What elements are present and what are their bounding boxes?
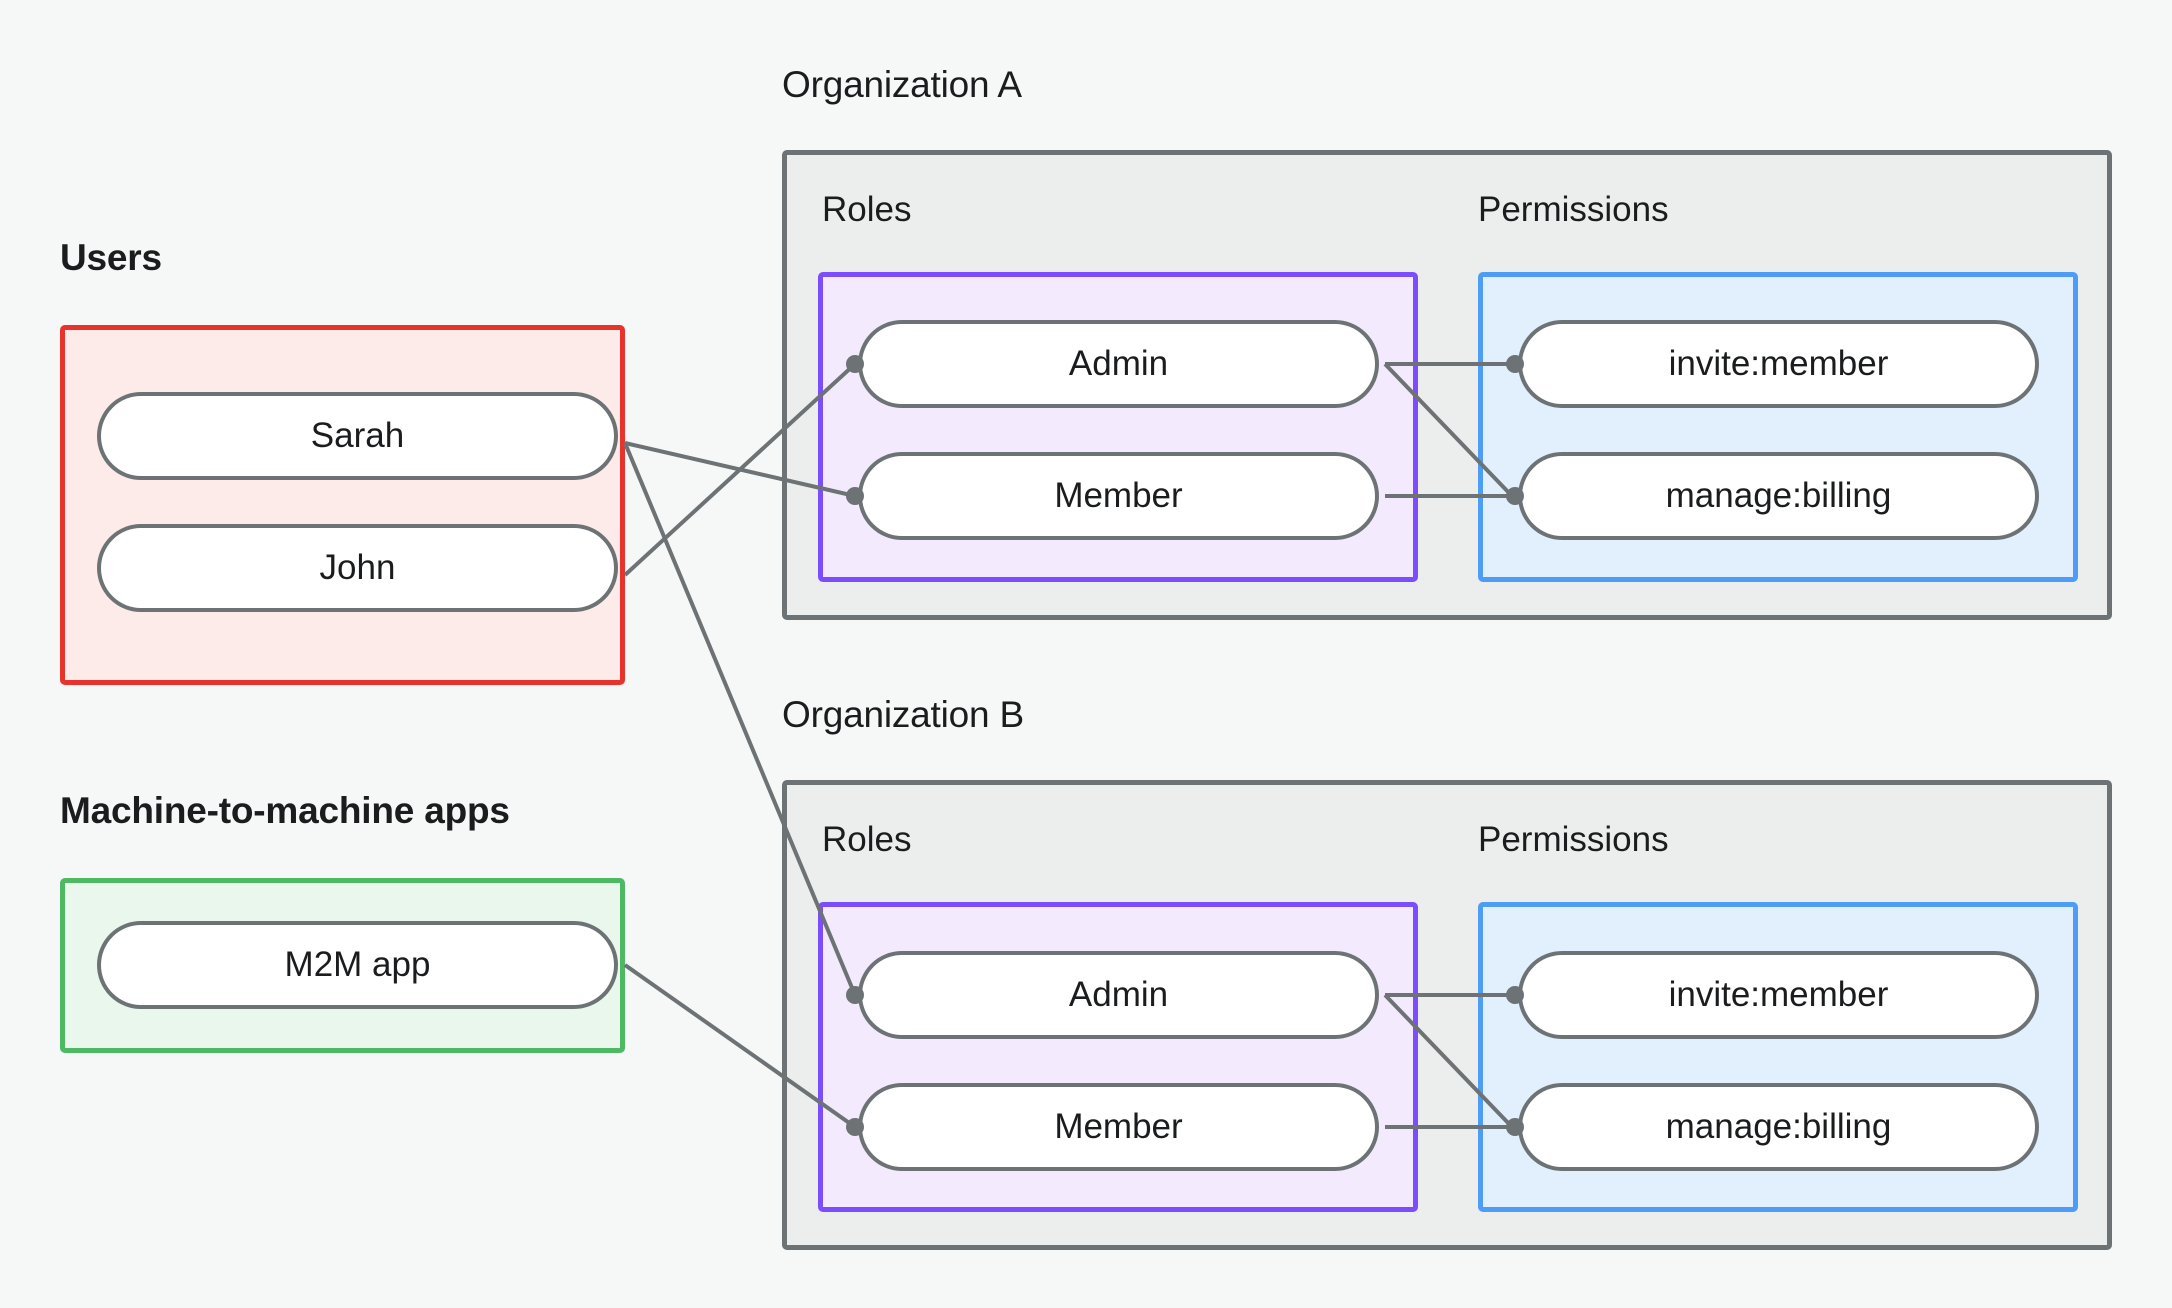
org-b-permission-manage-billing[interactable]: manage:billing <box>1518 1083 2039 1171</box>
role-label: Admin <box>1068 344 1169 383</box>
user-label: John <box>319 548 396 587</box>
org-b-permissions-label: Permissions <box>1478 820 1669 859</box>
user-node-john[interactable]: John <box>97 524 618 612</box>
m2m-label: M2M app <box>284 945 431 984</box>
m2m-node-app[interactable]: M2M app <box>97 921 618 1009</box>
connector-dot <box>846 487 864 505</box>
user-node-sarah[interactable]: Sarah <box>97 392 618 480</box>
connector-dot <box>846 355 864 373</box>
permission-label: invite:member <box>1668 344 1889 383</box>
org-a-role-member[interactable]: Member <box>858 452 1379 540</box>
users-container <box>60 325 625 685</box>
role-label: Admin <box>1068 975 1169 1014</box>
users-section-title: Users <box>60 237 162 278</box>
connector-dot <box>846 986 864 1004</box>
org-a-permissions-label: Permissions <box>1478 190 1669 229</box>
connector-dot <box>846 1118 864 1136</box>
connector-dot <box>1506 355 1524 373</box>
org-b-role-member[interactable]: Member <box>858 1083 1379 1171</box>
org-b-role-admin[interactable]: Admin <box>858 951 1379 1039</box>
permission-label: invite:member <box>1668 975 1889 1014</box>
org-a-title: Organization A <box>782 64 1022 105</box>
org-a-role-admin[interactable]: Admin <box>858 320 1379 408</box>
org-b-roles-label: Roles <box>822 820 912 859</box>
org-b-permission-invite-member[interactable]: invite:member <box>1518 951 2039 1039</box>
connector-dot <box>1506 1118 1524 1136</box>
org-b-title: Organization B <box>782 694 1024 735</box>
role-label: Member <box>1054 476 1183 515</box>
user-label: Sarah <box>310 416 405 455</box>
permission-label: manage:billing <box>1665 476 1892 515</box>
m2m-section-title: Machine-to-machine apps <box>60 790 510 831</box>
org-a-permission-invite-member[interactable]: invite:member <box>1518 320 2039 408</box>
org-a-roles-label: Roles <box>822 190 912 229</box>
permission-label: manage:billing <box>1665 1107 1892 1146</box>
role-label: Member <box>1054 1107 1183 1146</box>
org-a-permission-manage-billing[interactable]: manage:billing <box>1518 452 2039 540</box>
connector-dot <box>1506 986 1524 1004</box>
connector-dot <box>1506 487 1524 505</box>
